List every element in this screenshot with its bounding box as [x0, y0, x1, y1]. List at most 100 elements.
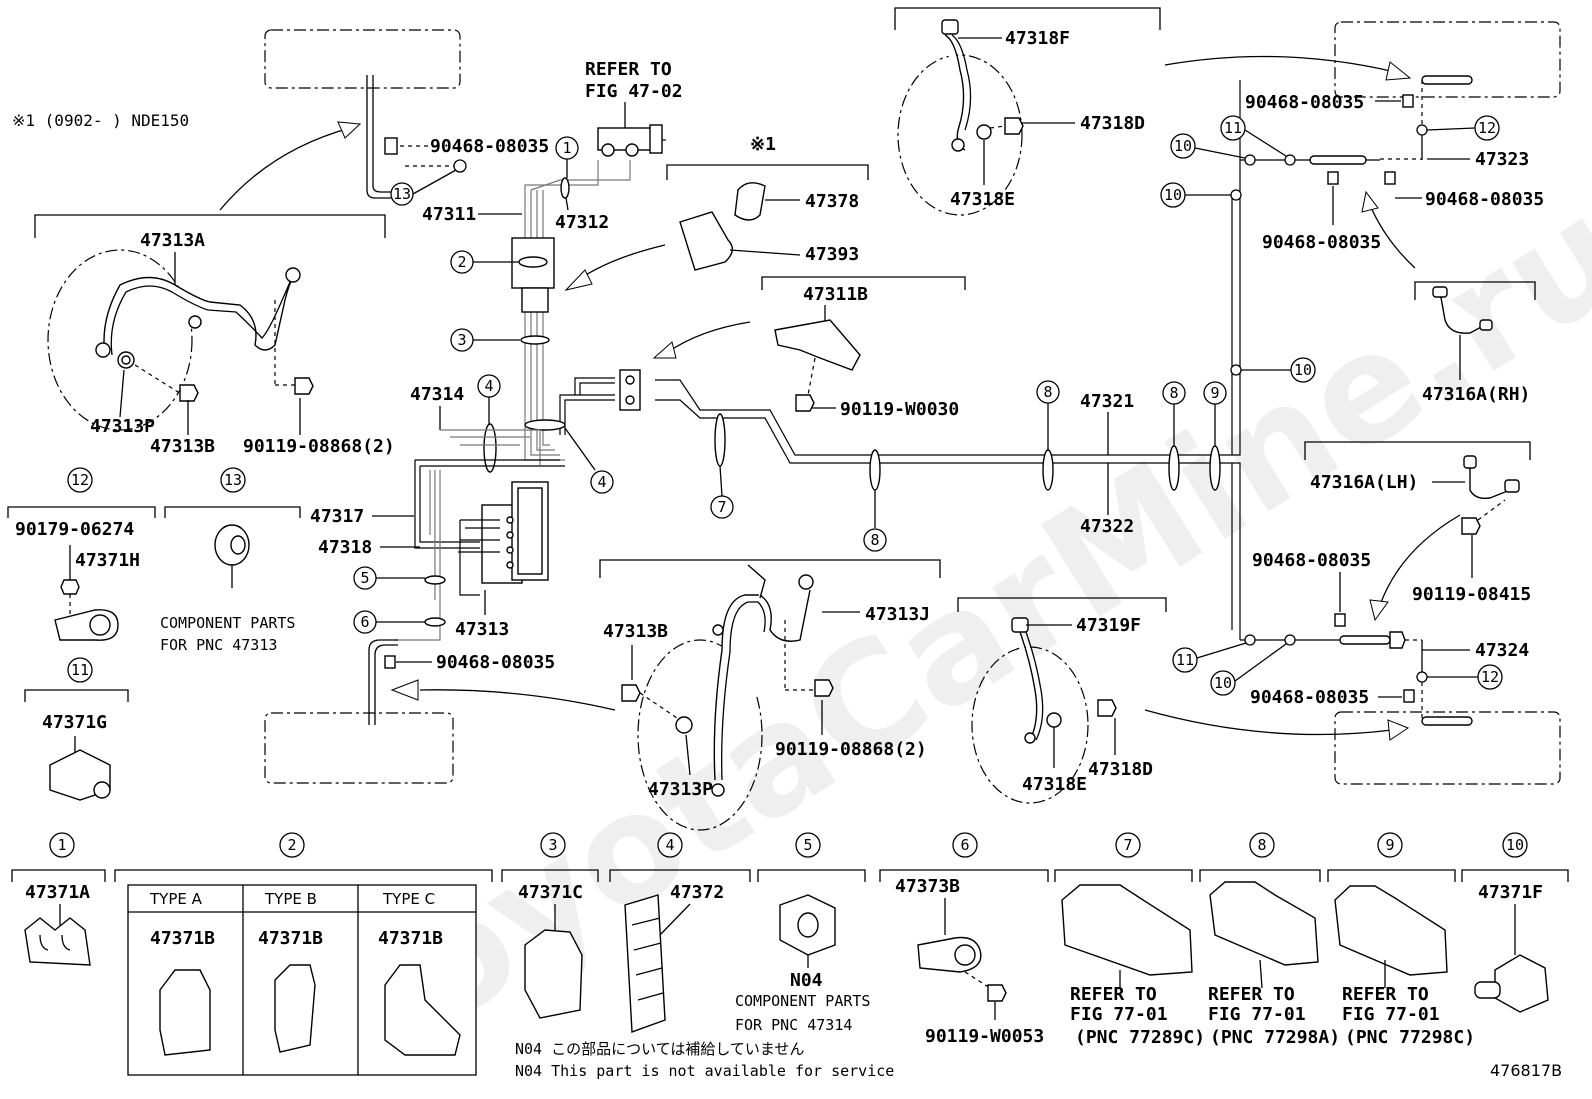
callout-5-b — [795, 832, 821, 858]
callout-13-b — [220, 467, 246, 493]
callout-10-c-text: 10 — [1294, 361, 1312, 379]
callout-10-a — [1170, 133, 1196, 159]
component-47313-line2: FOR PNC 47313 — [160, 636, 277, 654]
arrow-47316A-LH — [1379, 514, 1461, 606]
wheel-box-rear-right — [1334, 21, 1561, 98]
callout-9-b — [1377, 832, 1403, 858]
callout-8-b-text: 8 — [1043, 383, 1052, 401]
type-a-label: TYPE A — [149, 890, 203, 908]
label-90468-08035-d: 90468-08035 — [1262, 232, 1381, 253]
label-90119-08415: 90119-08415 — [1412, 584, 1531, 605]
label-47318D-a: 47318D — [1080, 113, 1145, 134]
label-47316A-LH: 47316A(LH) — [1310, 472, 1418, 493]
callout-11-b-text: 11 — [1224, 119, 1242, 137]
bolt-icon — [621, 684, 641, 702]
label-47371A: 47371A — [25, 882, 90, 903]
label-47318E-a: 47318E — [950, 189, 1015, 210]
bolt-icon — [1004, 117, 1024, 135]
callout-11-b — [1220, 115, 1246, 141]
label-47373B: 47373B — [895, 876, 960, 897]
type-a-part: 47371B — [150, 928, 215, 949]
callout-13-a-text: 13 — [393, 185, 411, 203]
label-47313B-a: 47313B — [150, 436, 215, 457]
callout-3-b-text: 3 — [548, 836, 557, 854]
callout-10-b-text: 10 — [1164, 186, 1182, 204]
clamp-type-a — [159, 969, 211, 1056]
pipe-end-rear-left — [1421, 716, 1473, 726]
pipe-end-rear-right — [1421, 75, 1473, 85]
bolt-icon — [294, 377, 314, 395]
callout-9-b-text: 9 — [1385, 836, 1394, 854]
refer7-line2: FIG 77-01 — [1070, 1004, 1168, 1025]
refer9-line2: FIG 77-01 — [1342, 1004, 1440, 1025]
callout-4-a-text: 4 — [484, 377, 493, 395]
label-47313B-b: 47313B — [603, 621, 668, 642]
label-47371F: 47371F — [1478, 882, 1543, 903]
detail-ellipse-47313A — [47, 249, 193, 431]
label-47323: 47323 — [1475, 149, 1529, 170]
label-47378: 47378 — [805, 191, 859, 212]
callout-5-a-text: 5 — [360, 569, 369, 587]
group-bracket-47313A — [34, 214, 386, 238]
hose-47316A-LH — [1469, 462, 1511, 500]
label-47312: 47312 — [555, 212, 609, 233]
refer7-line1: REFER TO — [1070, 984, 1157, 1005]
label-47313P-a: 47313P — [90, 416, 155, 437]
callout-12-a-text: 12 — [71, 471, 89, 489]
clip-icon — [1334, 613, 1346, 627]
callout-7-b-text: 7 — [1123, 836, 1132, 854]
main-line-47322 — [655, 399, 1241, 640]
clip-icon — [384, 655, 396, 669]
component-47314-line1: COMPONENT PARTS — [735, 992, 870, 1010]
callout-7-b — [1115, 832, 1141, 858]
callout-10-a-text: 10 — [1174, 137, 1192, 155]
label-90468-08035-a: 90468-08035 — [430, 136, 549, 157]
refer-top-line2: FIG 47-02 — [585, 81, 683, 102]
label-47319F: 47319F — [1076, 615, 1141, 636]
label-90468-08035-c: 90468-08035 — [1245, 92, 1364, 113]
label-47371G: 47371G — [42, 712, 107, 733]
callout-11-a-text: 11 — [71, 661, 89, 679]
callout-2-a-text: 2 — [457, 253, 466, 271]
callout-6-b — [952, 832, 978, 858]
callout-8-a-text: 8 — [870, 531, 879, 549]
wheel-box-front-left — [264, 29, 461, 89]
clamp-47372 — [624, 894, 666, 1033]
clip-icon — [1402, 94, 1414, 108]
label-47393: 47393 — [805, 244, 859, 265]
label-47371C: 47371C — [518, 882, 583, 903]
label-47372: 47372 — [670, 882, 724, 903]
clamp-77289C — [1061, 884, 1193, 976]
callout-8-d — [1249, 832, 1275, 858]
label-47313P-b: 47313P — [648, 779, 713, 800]
label-47371H: 47371H — [75, 550, 140, 571]
arrow-to-box — [219, 127, 351, 211]
clamp-77298A — [1209, 881, 1319, 966]
bolt-icon — [814, 679, 834, 697]
flex-hose-47313A — [103, 274, 296, 356]
pipe-front-left — [366, 75, 395, 199]
callout-8-c-text: 8 — [1169, 384, 1178, 402]
callout-6-a-text: 6 — [360, 613, 369, 631]
clamp-47371C — [524, 929, 583, 1019]
pipe-section-47324 — [1339, 635, 1391, 645]
label-N04-b: N04 — [790, 970, 823, 991]
bolt-icon — [1097, 699, 1117, 717]
arrow-47316A-RH — [1369, 204, 1416, 269]
callout-10-d — [1210, 670, 1236, 696]
label-47318F: 47318F — [1005, 28, 1070, 49]
model-note: ※1 (0902- ) NDE150 — [12, 111, 189, 130]
detail-ellipse-47318F — [897, 54, 1023, 216]
bolt-icon — [1461, 517, 1481, 535]
arrow-to-box-b — [419, 689, 616, 711]
pipe-front-right — [374, 644, 398, 725]
bolt-icon — [179, 384, 199, 402]
clip-icon — [384, 137, 398, 155]
diagram-id: 476817B — [1490, 1061, 1562, 1080]
callout-12-c-text: 12 — [1481, 668, 1499, 686]
label-47321: 47321 — [1080, 391, 1134, 412]
label-47322: 47322 — [1080, 516, 1134, 537]
label-47314: 47314 — [410, 384, 464, 405]
callout-3-a-text: 3 — [457, 331, 466, 349]
